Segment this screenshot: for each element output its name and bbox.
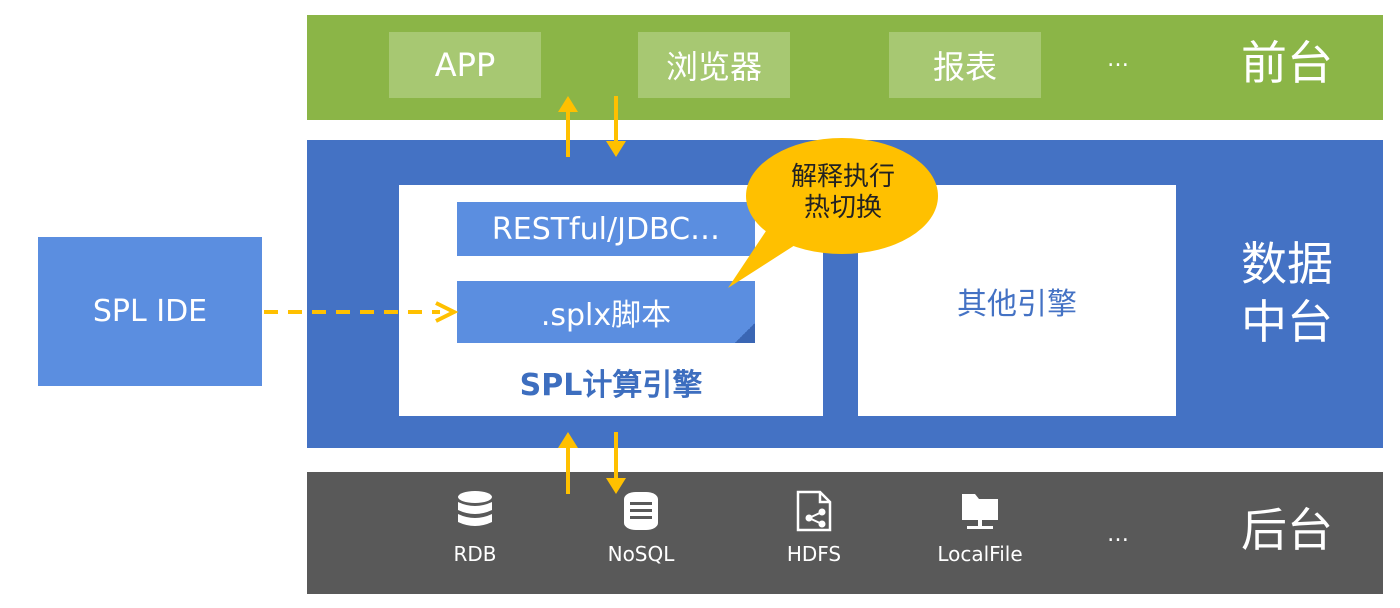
middle-layer-label-line1: 数据 [1241,237,1333,291]
spl-ide-box: SPL IDE [38,237,262,386]
front-more: … [1107,47,1129,72]
callout-text: 解释执行 热切换 [758,162,928,224]
interface-bar: RESTful/JDBC… [457,202,755,256]
front-item-app: APP [389,32,541,98]
front-layer: APP 浏览器 报表 … 前台 [307,15,1383,120]
callout-line1: 解释执行 [790,162,895,192]
front-layer-label: 前台 [1241,36,1333,90]
front-item-report: 报表 [889,32,1041,98]
back-item-hdfs: HDFS [754,490,874,566]
back-more: … [1107,522,1129,547]
back-item-label: RDB [453,542,497,566]
middle-layer-label-line2: 中台 [1241,295,1333,349]
database-icon [458,491,492,526]
folder-icon [962,494,998,529]
back-layer-label: 后台 [1241,503,1333,557]
spl-engine-title: SPL计算引擎 [519,368,703,403]
back-item-nosql: NoSQL [581,490,701,566]
back-layer: RDB NoSQL HDFS LocalFile … 后台 [307,472,1383,594]
back-item-label: NoSQL [607,542,675,566]
splx-script-bar: .splx脚本 [457,281,755,343]
back-item-label: HDFS [786,542,842,566]
front-item-browser: 浏览器 [638,32,790,98]
hdfs-icon [796,490,832,532]
nosql-icon [624,492,658,530]
splx-page-fold [735,323,755,343]
back-item-label: LocalFile [937,542,1023,566]
back-item-localfile: LocalFile [920,490,1040,566]
callout-line2: 热切换 [803,193,882,224]
back-item-rdb: RDB [415,490,535,566]
